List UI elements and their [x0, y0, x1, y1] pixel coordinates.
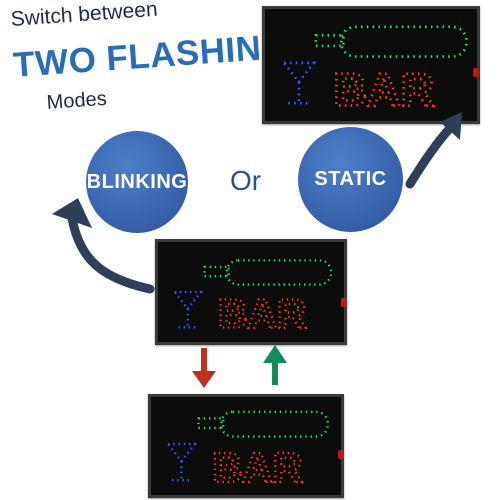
or-label: Or — [230, 165, 262, 196]
down-arrow-icon — [192, 348, 216, 388]
blinking-label: BLINKING — [86, 170, 188, 193]
cocktail-glass-icon — [281, 61, 317, 105]
sign-text: BAR — [212, 444, 303, 491]
led-sign-graphic: BAR — [281, 25, 468, 117]
sign-switch — [473, 68, 479, 77]
cocktail-glass-icon — [172, 290, 204, 329]
cocktail-glass-icon — [165, 442, 198, 482]
sign-switch — [338, 450, 344, 459]
led-sign-static: BAR — [262, 6, 480, 124]
sign-switch — [341, 298, 347, 307]
bottle-icon — [314, 25, 468, 58]
up-arrow-icon — [263, 345, 287, 385]
blinking-mode-badge: BLINKING — [86, 131, 188, 233]
led-sign-graphic: BAR — [165, 410, 329, 492]
bottle-icon — [203, 259, 333, 286]
bottle-icon — [197, 410, 329, 438]
led-sign-blinking: BAR — [155, 239, 347, 345]
curved-arrow-icon — [405, 112, 462, 189]
static-label: STATIC — [314, 168, 387, 190]
sign-text: BAR — [218, 290, 307, 336]
curved-arrow-icon — [52, 198, 155, 294]
sign-text: BAR — [333, 63, 434, 115]
static-mode-badge: STATIC — [298, 127, 403, 232]
led-sign-graphic: BAR — [172, 259, 333, 338]
led-sign-bottom: BAR — [148, 394, 344, 498]
